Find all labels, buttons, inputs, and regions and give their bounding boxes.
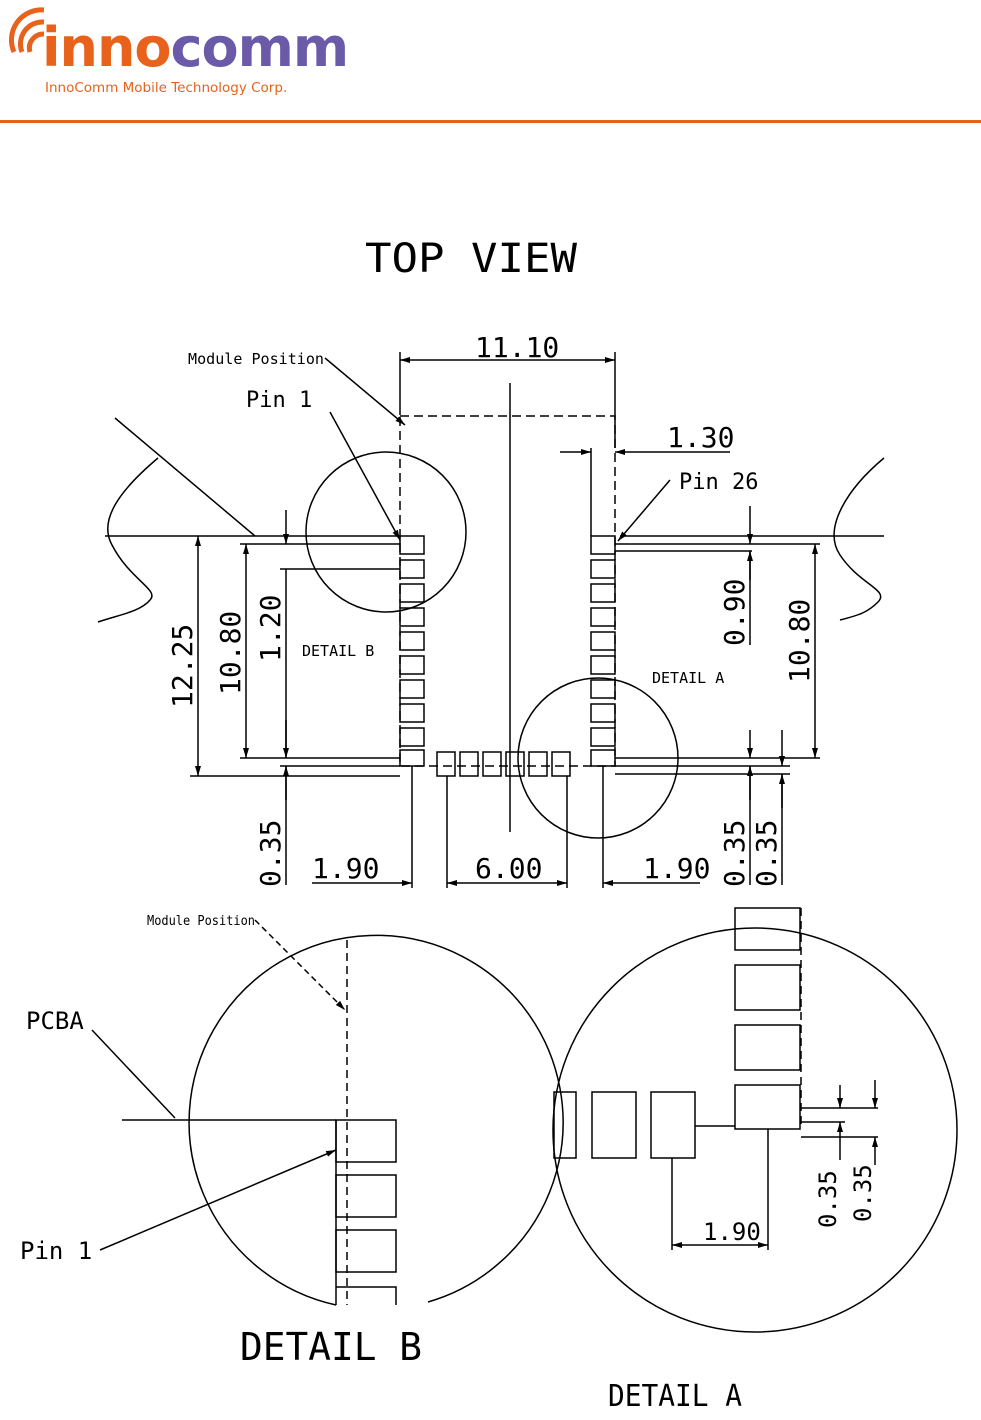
left-pad-column xyxy=(400,536,424,766)
dim-bottom-right-gap-2: 0.35 xyxy=(750,820,783,887)
detail-b-pcba: PCBA xyxy=(26,1007,84,1035)
dim-right-height: 10.80 xyxy=(783,599,816,683)
dim-right-offset: 1.30 xyxy=(667,421,734,454)
detail-a-gap-2: 0.35 xyxy=(849,1164,877,1222)
detail-b-caption: DETAIL B xyxy=(240,1325,422,1369)
pin1-label: Pin 1 xyxy=(246,388,312,413)
detail-a-gap-1: 0.35 xyxy=(814,1170,842,1228)
detail-a-label: DETAIL A xyxy=(652,669,724,687)
detail-b-pad-2 xyxy=(336,1175,396,1217)
top-view-title: TOP VIEW xyxy=(365,236,578,282)
pcba-left-wave xyxy=(98,458,158,622)
dim-width: 11.10 xyxy=(475,331,559,364)
detail-b-circle xyxy=(306,452,466,612)
detail-a-view: 0.35 0.35 1.90 DETAIL A xyxy=(553,908,957,1414)
detail-a-circle-large xyxy=(553,928,957,1332)
pcba-right-wave xyxy=(834,458,884,620)
module-outline xyxy=(400,416,615,766)
top-view: TOP VIEW xyxy=(98,236,884,888)
dim-left-height: 10.80 xyxy=(214,611,247,695)
detail-b-pin1: Pin 1 xyxy=(20,1237,92,1265)
dim-pin1-offset: 1.20 xyxy=(254,595,287,662)
bottom-pad-row xyxy=(437,752,570,776)
pcba-left-edge xyxy=(115,418,255,536)
dim-outer-height: 12.25 xyxy=(166,624,199,708)
dim-pin26-offset: 0.90 xyxy=(718,579,751,646)
detail-b-pad-3 xyxy=(336,1230,396,1272)
detail-b-view: Module Position PCBA Pin 1 DETAIL B xyxy=(20,914,563,1369)
dim-right-margin: 1.90 xyxy=(643,852,710,885)
module-position-label: Module Position xyxy=(188,350,324,368)
dim-center-span: 6.00 xyxy=(475,852,542,885)
detail-b-module-position: Module Position xyxy=(147,914,255,929)
right-pad-column xyxy=(591,536,615,766)
dim-left-margin: 1.90 xyxy=(312,852,379,885)
dim-bottom-right-gap-1: 0.35 xyxy=(718,820,751,887)
detail-b-pad-1 xyxy=(336,1120,396,1162)
pin26-label: Pin 26 xyxy=(679,470,758,495)
dim-bottom-left-gap: 0.35 xyxy=(254,820,287,887)
detail-a-offset: 1.90 xyxy=(703,1218,761,1246)
detail-b-label: DETAIL B xyxy=(302,642,374,660)
detail-a-caption: DETAIL A xyxy=(608,1379,742,1414)
